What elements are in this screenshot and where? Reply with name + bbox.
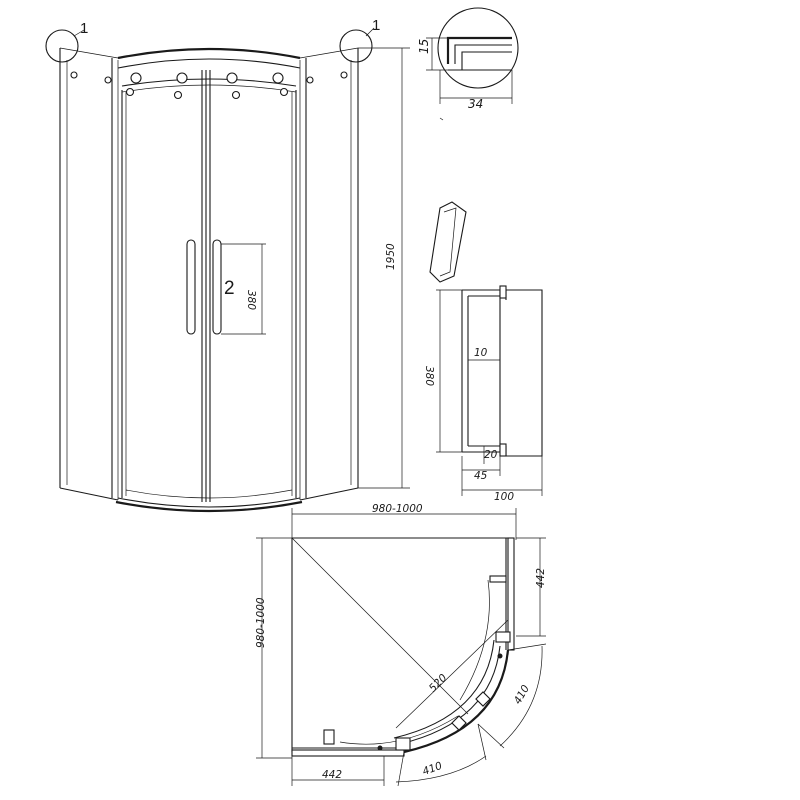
plan-view: 980-1000 980-1000 520 [255,503,547,787]
profile-detail: 15 34 [417,7,519,121]
plan-width-dim: 980-1000 [372,503,423,515]
profile-width-dim: 34 [468,97,483,111]
callout-2: 2 [224,278,235,299]
front-elevation: 1 1 380 2 1950 [45,17,410,513]
plan-arc-right-dim: 410 [512,683,533,707]
handle-detail-depth-dim: 100 [494,491,514,503]
plan-side-bottom-dim: 442 [322,769,342,781]
handle-detail-offset-a-dim: 20 [484,449,498,461]
handle-length-dim: 380 [245,290,257,310]
plan-side-right-dim: 442 [535,568,547,588]
callout-1-right: 1 [372,17,380,34]
callout-1-left: 1 [80,20,88,37]
handle-detail-bar-dim: 10 [474,347,488,359]
handle-detail-length-dim: 380 [423,366,435,386]
handle-detail-offset-b-dim: 45 [474,470,488,482]
height-total-dim: 1950 [385,243,397,270]
plan-arc-bottom-dim: 410 [421,760,444,778]
handle-detail: 380 10 20 45 100 [423,201,543,503]
plan-radius-dim: 520 [427,672,450,695]
profile-height-dim: 15 [417,39,431,54]
plan-depth-dim: 980-1000 [255,597,267,648]
